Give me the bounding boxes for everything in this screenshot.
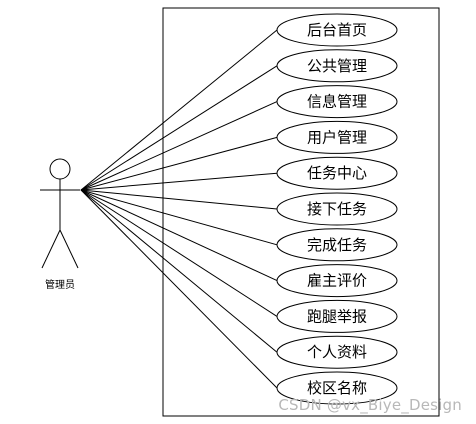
association-line [80, 189, 278, 389]
use-case[interactable]: 雇主评价 [276, 264, 398, 298]
use-case-ellipse [276, 264, 398, 298]
actor-left-leg [41, 229, 61, 269]
use-case-label: 完成任务 [307, 236, 367, 254]
use-case-ellipse [276, 299, 398, 333]
use-case-ellipse [276, 49, 398, 83]
use-case-ellipse [276, 13, 398, 47]
use-case-label: 公共管理 [307, 57, 367, 75]
use-case-ellipse [276, 156, 398, 190]
use-case-label: 校区名称 [307, 379, 367, 397]
use-case[interactable]: 信息管理 [276, 85, 398, 119]
association-line [80, 65, 278, 191]
use-case-ellipse [276, 85, 398, 119]
use-case-label: 后台首页 [307, 21, 367, 39]
use-case[interactable]: 用户管理 [276, 120, 398, 154]
use-case[interactable]: 任务中心 [276, 156, 398, 190]
association-line [80, 189, 278, 210]
actor-figure [40, 158, 80, 269]
system-boundary [162, 7, 440, 417]
use-case-list: 后台首页公共管理信息管理用户管理任务中心接下任务完成任务雇主评价跑腿举报个人资料… [276, 13, 398, 405]
actor-head [49, 158, 71, 180]
use-case-label: 个人资料 [307, 343, 367, 361]
use-case-label: 任务中心 [307, 164, 367, 182]
association-line [80, 189, 278, 282]
use-case[interactable]: 公共管理 [276, 49, 398, 83]
use-case-ellipse [276, 120, 398, 154]
use-case-label: 雇主评价 [307, 272, 367, 290]
association-line [80, 136, 278, 191]
use-case-label: 用户管理 [307, 128, 367, 146]
use-case-label: 跑腿举报 [307, 307, 367, 325]
watermark: CSDN @vx_Biye_Design [278, 396, 462, 414]
association-line [80, 172, 278, 191]
use-case-ellipse [276, 335, 398, 369]
association-line [80, 189, 278, 246]
use-case-label: 信息管理 [307, 93, 367, 111]
use-case[interactable]: 接下任务 [276, 192, 398, 226]
association-line [80, 189, 278, 317]
association-lines [80, 29, 278, 389]
association-line [80, 101, 278, 191]
use-case[interactable]: 后台首页 [276, 13, 398, 47]
use-case-ellipse [276, 192, 398, 226]
use-case-ellipse [276, 228, 398, 262]
use-case[interactable]: 校区名称 [276, 371, 398, 405]
use-case[interactable]: 个人资料 [276, 335, 398, 369]
actor-label: 管理员 [45, 280, 75, 291]
association-line [80, 189, 278, 353]
use-case-ellipse [276, 371, 398, 405]
use-case[interactable]: 完成任务 [276, 228, 398, 262]
actor-right-leg [59, 229, 79, 269]
use-case[interactable]: 跑腿举报 [276, 299, 398, 333]
association-line [80, 29, 278, 191]
use-case-label: 接下任务 [307, 200, 367, 218]
